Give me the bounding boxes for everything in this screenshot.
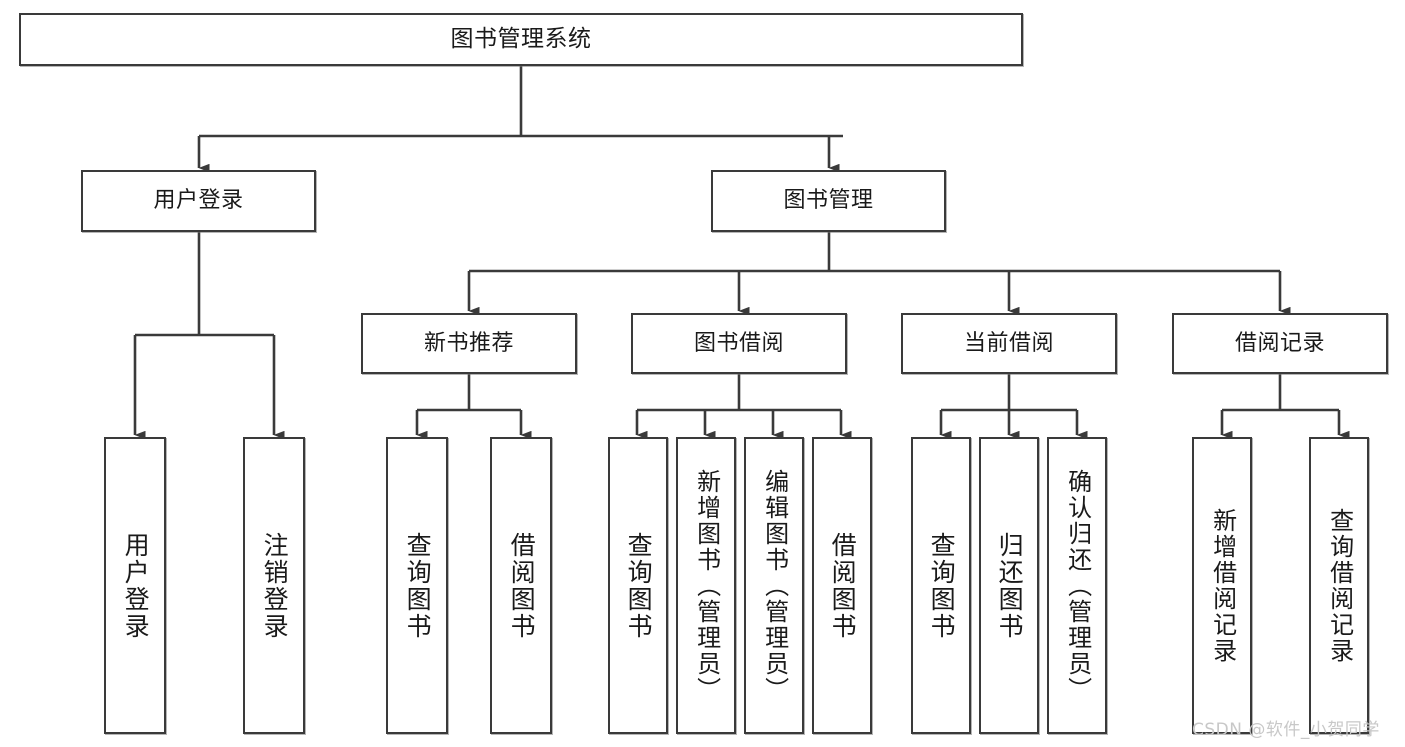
node-label: 当前借阅 bbox=[963, 330, 1054, 356]
node-label: 图书管理系统 bbox=[450, 25, 592, 52]
node-label: 借阅记录 bbox=[1234, 330, 1325, 356]
node-leaf-new-book-borrow[interactable]: 借阅图书 bbox=[490, 437, 552, 734]
node-leaf-borrow-book[interactable]: 借阅图书 bbox=[812, 437, 872, 734]
node-label: 图书管理 bbox=[783, 188, 874, 214]
node-leaf-confirm-return-admin[interactable]: 确认归还（管理员） bbox=[1047, 437, 1107, 734]
node-leaf-borrow-query-book[interactable]: 查询图书 bbox=[608, 437, 668, 734]
node-user-login[interactable]: 用户登录 bbox=[81, 170, 316, 232]
node-label: 查询图书 bbox=[403, 531, 433, 640]
node-label: 查询借阅记录 bbox=[1325, 507, 1354, 664]
node-new-book-recommend[interactable]: 新书推荐 bbox=[361, 313, 577, 374]
csdn-watermark: CSDN @软件_小贺同学 bbox=[1192, 720, 1380, 740]
node-label: 新增借阅记录 bbox=[1208, 507, 1237, 664]
node-label: 借阅图书 bbox=[507, 531, 537, 640]
node-leaf-new-book-query[interactable]: 查询图书 bbox=[386, 437, 448, 734]
node-leaf-return-book[interactable]: 归还图书 bbox=[979, 437, 1039, 734]
node-label: 编辑图书（管理员） bbox=[760, 468, 789, 703]
node-current-borrow[interactable]: 当前借阅 bbox=[901, 313, 1117, 374]
node-book-borrow[interactable]: 图书借阅 bbox=[631, 313, 847, 374]
node-leaf-edit-book-admin[interactable]: 编辑图书（管理员） bbox=[744, 437, 804, 734]
node-leaf-current-query-book[interactable]: 查询图书 bbox=[911, 437, 971, 734]
node-label: 图书借阅 bbox=[693, 330, 784, 356]
node-leaf-add-book-admin[interactable]: 新增图书（管理员） bbox=[676, 437, 736, 734]
node-label: 确认归还（管理员） bbox=[1063, 468, 1092, 703]
node-leaf-query-borrow-record[interactable]: 查询借阅记录 bbox=[1309, 437, 1369, 734]
node-label: 注销登录 bbox=[260, 531, 290, 640]
node-label: 新增图书（管理员） bbox=[692, 468, 721, 703]
node-borrow-record[interactable]: 借阅记录 bbox=[1172, 313, 1388, 374]
node-leaf-add-borrow-record[interactable]: 新增借阅记录 bbox=[1192, 437, 1252, 734]
node-root-system[interactable]: 图书管理系统 bbox=[19, 13, 1023, 66]
node-label: 借阅图书 bbox=[828, 531, 858, 640]
node-label: 用户登录 bbox=[153, 188, 244, 214]
node-label: 查询图书 bbox=[927, 531, 957, 640]
node-label: 用户登录 bbox=[121, 531, 151, 640]
node-label: 查询图书 bbox=[624, 531, 654, 640]
node-leaf-user-logout[interactable]: 注销登录 bbox=[243, 437, 305, 734]
node-book-manage[interactable]: 图书管理 bbox=[711, 170, 946, 232]
node-leaf-user-login[interactable]: 用户登录 bbox=[104, 437, 166, 734]
node-label: 新书推荐 bbox=[423, 330, 514, 356]
node-label: 归还图书 bbox=[995, 531, 1025, 640]
